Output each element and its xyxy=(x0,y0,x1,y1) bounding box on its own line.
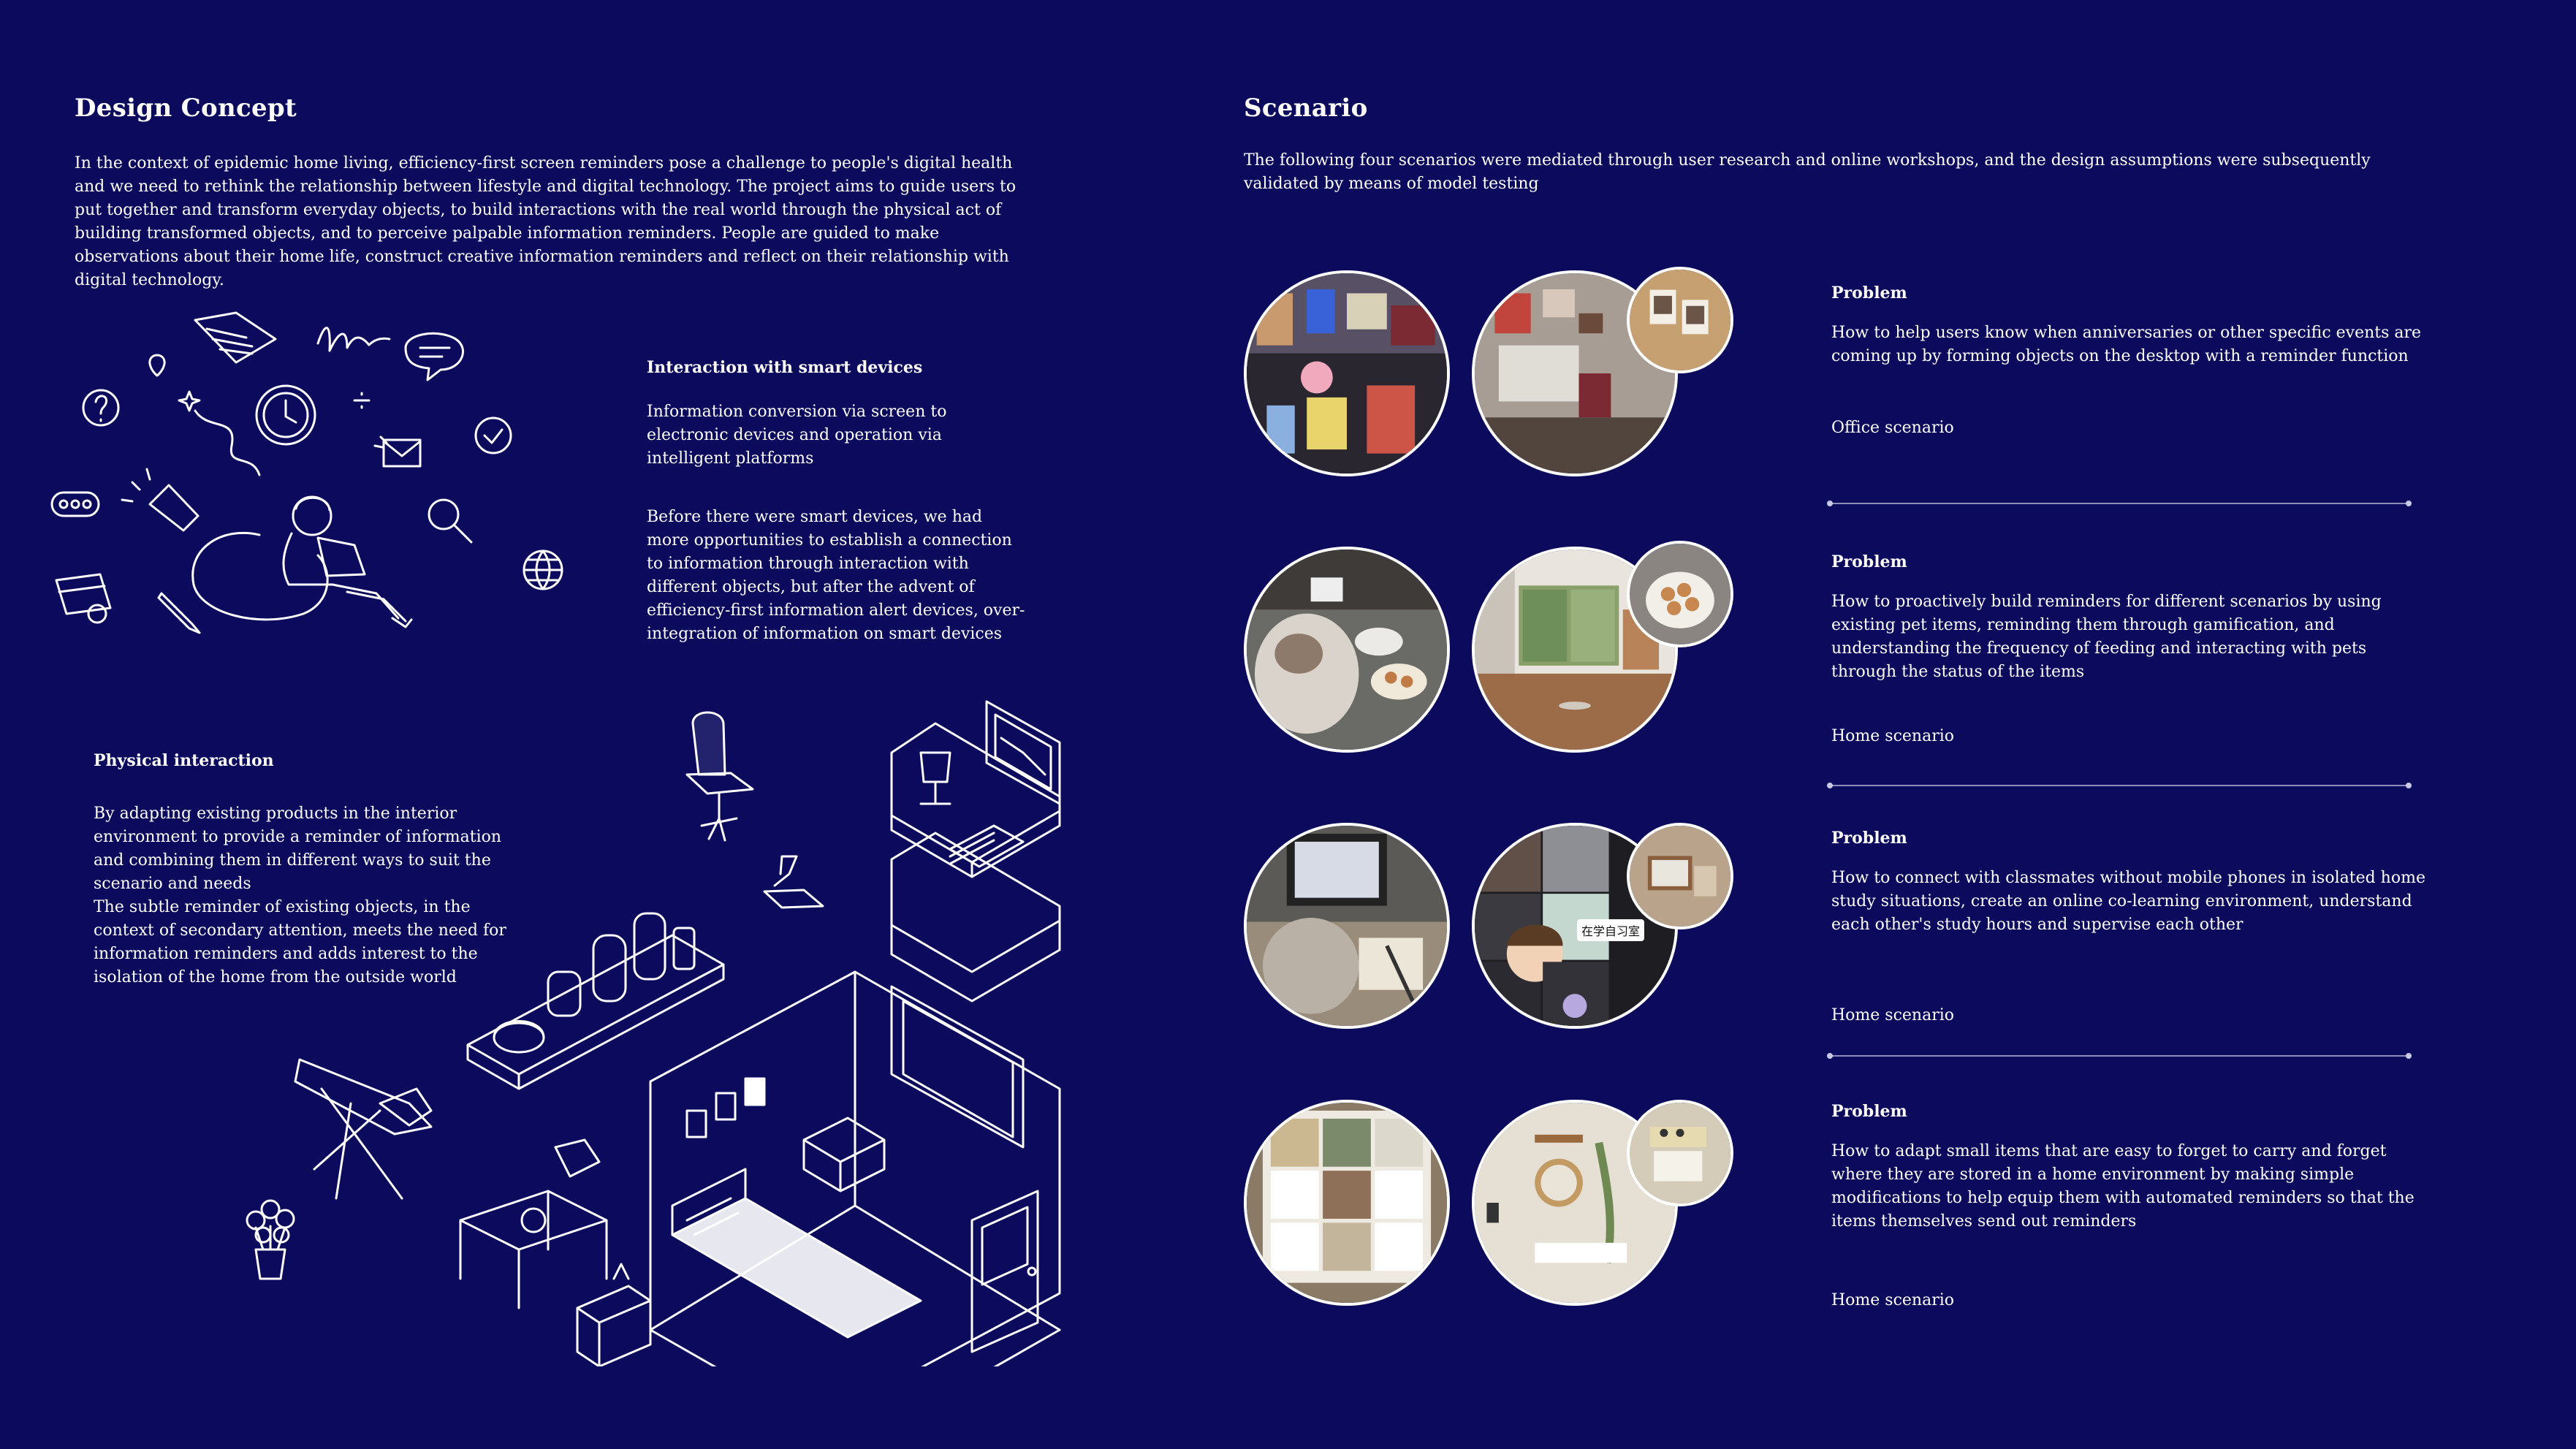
scenario-3-label: Home scenario xyxy=(1831,1006,1955,1024)
physical-interaction-text-2: The subtle reminder of existing objects,… xyxy=(94,898,506,986)
scenario-divider-3 xyxy=(1827,1053,2412,1059)
study-detail-photo xyxy=(1627,823,1733,929)
study-desk-photo xyxy=(1244,823,1450,1029)
cat-feeding-photo xyxy=(1244,547,1450,753)
scenario-2-problem-label: Problem xyxy=(1831,552,1907,571)
physical-interaction-text-1: By adapting existing products in the int… xyxy=(94,805,502,893)
scenario-1-problem-label: Problem xyxy=(1831,284,1907,303)
pet-bowl-detail-photo xyxy=(1627,541,1733,647)
scenario-2-description: How to proactively build reminders for d… xyxy=(1831,593,2382,681)
smart-devices-text-1: Information conversion via screen to ele… xyxy=(647,403,947,468)
scenario-4-description: How to adapt small items that are easy t… xyxy=(1831,1142,2414,1231)
scenario-2-label: Home scenario xyxy=(1831,727,1955,745)
entryway-mirror-photo xyxy=(1472,1100,1678,1306)
scenario-divider-1 xyxy=(1827,501,2412,506)
design-concept-intro: In the context of epidemic home living, … xyxy=(75,154,1017,289)
smart-devices-illustration xyxy=(40,307,581,643)
scenario-intro: The following four scenarios were mediat… xyxy=(1244,151,2371,193)
office-desk-photo xyxy=(1244,270,1450,476)
key-holder-detail-photo xyxy=(1627,1100,1733,1206)
design-concept-title: Design Concept xyxy=(75,94,297,123)
isometric-room-illustration xyxy=(219,694,1082,1366)
study-room-overlay-label: 在学自习室 xyxy=(1577,919,1645,941)
storage-shelf-photo xyxy=(1244,1100,1450,1306)
scenario-1-label: Office scenario xyxy=(1831,419,1954,437)
scenario-divider-2 xyxy=(1827,783,2412,788)
scenario-4-label: Home scenario xyxy=(1831,1291,1955,1309)
scenario-3-problem-label: Problem xyxy=(1831,829,1907,848)
scenario-1-description: How to help users know when anniversarie… xyxy=(1831,324,2422,365)
office-detail-photo xyxy=(1627,267,1733,373)
scenario-3-description: How to connect with classmates without m… xyxy=(1831,869,2425,934)
physical-interaction-heading: Physical interaction xyxy=(94,751,274,770)
scenario-4-problem-label: Problem xyxy=(1831,1102,1907,1121)
scenario-title: Scenario xyxy=(1244,94,1368,123)
smart-devices-text-2: Before there were smart devices, we had … xyxy=(647,508,1025,643)
online-study-room-photo: 在学自习室 xyxy=(1472,823,1678,1029)
smart-devices-heading: Interaction with smart devices xyxy=(647,358,923,377)
